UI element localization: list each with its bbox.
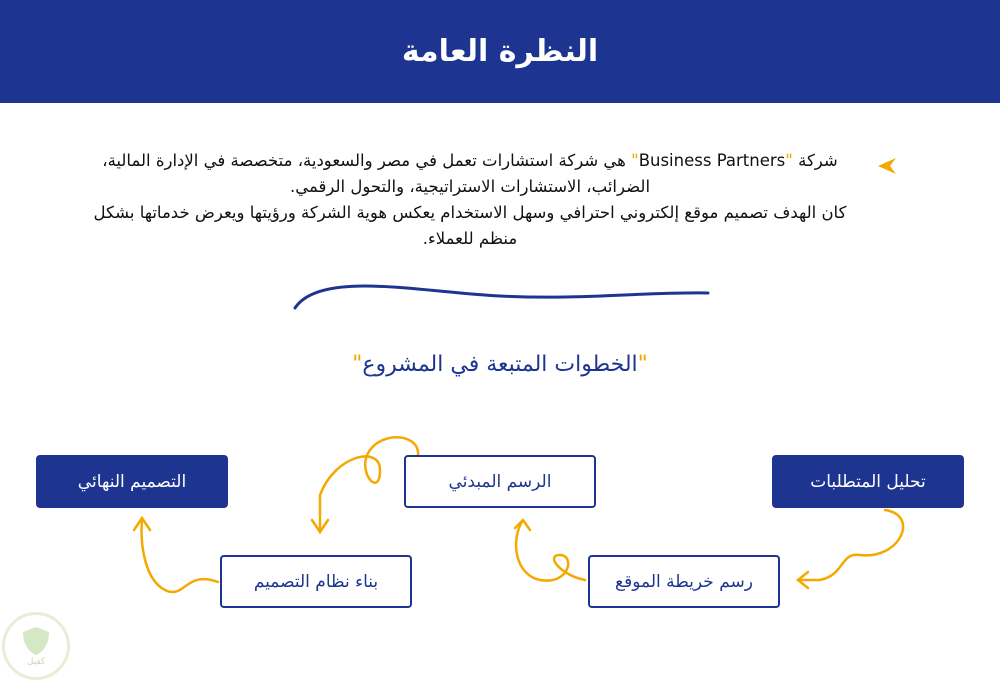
header: النظرة العامة bbox=[0, 0, 1000, 103]
shield-icon bbox=[23, 627, 49, 655]
arrow-3 bbox=[310, 436, 420, 535]
watermark-logo: كفيل bbox=[2, 612, 70, 680]
step-final-design: التصميم النهائي bbox=[36, 455, 228, 508]
intro-line2: كان الهدف تصميم موقع إلكتروني احترافي وس… bbox=[93, 203, 847, 248]
step-requirements-analysis: تحليل المتطلبات bbox=[772, 455, 964, 508]
step-sitemap: رسم خريطة الموقع bbox=[588, 555, 780, 608]
bullet-arrow-icon bbox=[878, 158, 896, 174]
steps-title-text: الخطوات المتبعة في المشروع bbox=[362, 352, 638, 377]
intro-prefix: شركة bbox=[792, 151, 838, 170]
steps-title: "الخطوات المتبعة في المشروع" bbox=[352, 352, 648, 377]
arrow-1 bbox=[795, 508, 905, 590]
arrow-4 bbox=[132, 515, 220, 594]
company-name: Business Partners bbox=[638, 151, 786, 170]
step-wireframe: الرسم المبدئي bbox=[404, 455, 596, 508]
intro-line1: هي شركة استشارات تعمل في مصر والسعودية، … bbox=[102, 151, 651, 196]
intro-text: شركة "Business Partners" هي شركة استشارا… bbox=[93, 151, 847, 248]
arrow-2 bbox=[513, 518, 587, 582]
step-design-system: بناء نظام التصميم bbox=[220, 555, 412, 608]
page-title: النظرة العامة bbox=[401, 34, 599, 69]
wave-divider bbox=[293, 284, 710, 310]
